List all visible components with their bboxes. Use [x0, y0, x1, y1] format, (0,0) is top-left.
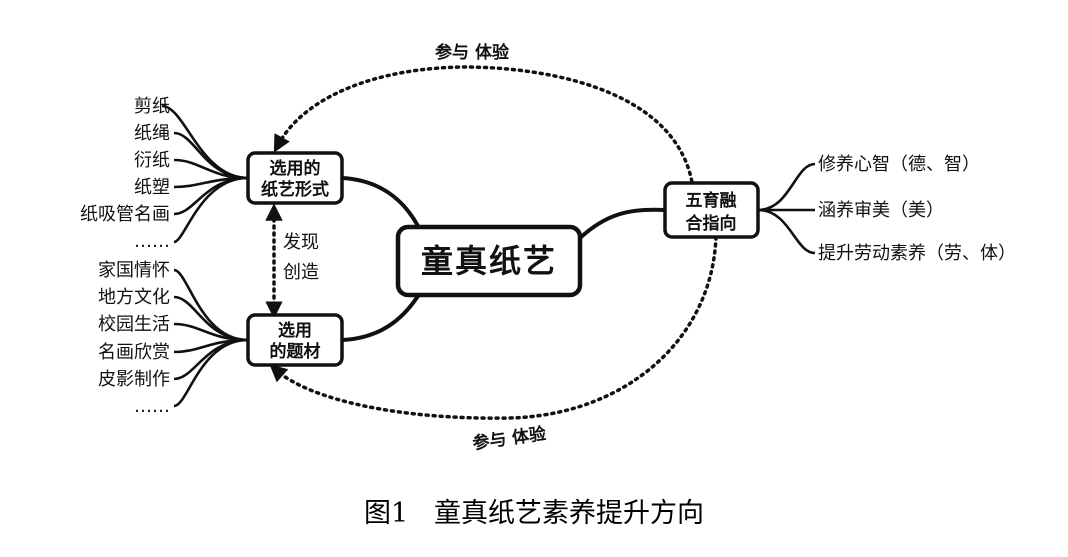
arc-top-dotted [273, 65, 695, 190]
theme-item: 家国情怀 [98, 260, 170, 281]
theme-item: …… [134, 396, 170, 417]
direction-item: 提升劳动素养（劳、体） [818, 243, 1016, 264]
themes-list: 家国情怀 地方文化 校园生活 名画欣赏 皮影制作 …… [98, 260, 170, 417]
direction-item: 涵养审美（美） [818, 200, 944, 221]
forms-node-line-2: 纸艺形式 [261, 179, 329, 200]
form-item: 纸绳 [134, 123, 170, 144]
between-label-line-2: 创造 [283, 262, 319, 283]
themes-fan [173, 268, 249, 408]
directions-node-line-2: 合指向 [686, 213, 737, 234]
form-item: 剪纸 [134, 96, 170, 117]
forms-node-line-1: 选用的 [270, 158, 321, 179]
directions-node: 五育融 合指向 [663, 181, 760, 239]
themes-node-line-1: 选用 [278, 321, 312, 341]
center-node-label: 童真纸艺 [421, 242, 557, 280]
themes-node: 选用 的题材 [246, 313, 344, 367]
between-label-line-1: 发现 [283, 232, 319, 253]
figure-caption: 图1 童真纸艺素养提升方向 [364, 498, 704, 529]
form-item: 纸塑 [134, 177, 170, 198]
themes-node-line-2: 的题材 [270, 341, 321, 362]
directions-fan [757, 162, 816, 255]
connector-center-to-forms [340, 176, 422, 232]
form-item: 纸吸管名画 [80, 204, 170, 225]
theme-item: 校园生活 [98, 314, 170, 335]
theme-item: 地方文化 [98, 287, 170, 308]
forms-fan [161, 104, 249, 244]
center-node: 童真纸艺 [395, 224, 583, 298]
theme-item: 名画欣赏 [98, 342, 170, 363]
form-item: 衍纸 [134, 150, 170, 171]
theme-item: 皮影制作 [98, 369, 170, 390]
form-item: …… [134, 231, 170, 252]
connector-center-to-themes [340, 294, 420, 342]
directions-list: 修养心智（德、智） 涵养审美（美） 提升劳动素养（劳、体） [818, 154, 1016, 264]
direction-item: 修养心智（德、智） [818, 154, 980, 175]
directions-node-line-1: 五育融 [686, 190, 737, 211]
forms-node: 选用的 纸艺形式 [246, 151, 344, 205]
arc-top-label: 参与 体验 [435, 42, 510, 63]
arc-bottom-dotted [269, 235, 718, 420]
arc-bottom-label: 参与 体验 [471, 423, 548, 454]
connector-center-to-directions [578, 207, 667, 240]
forms-list: 剪纸 纸绳 衍纸 纸塑 纸吸管名画 …… [80, 96, 170, 252]
